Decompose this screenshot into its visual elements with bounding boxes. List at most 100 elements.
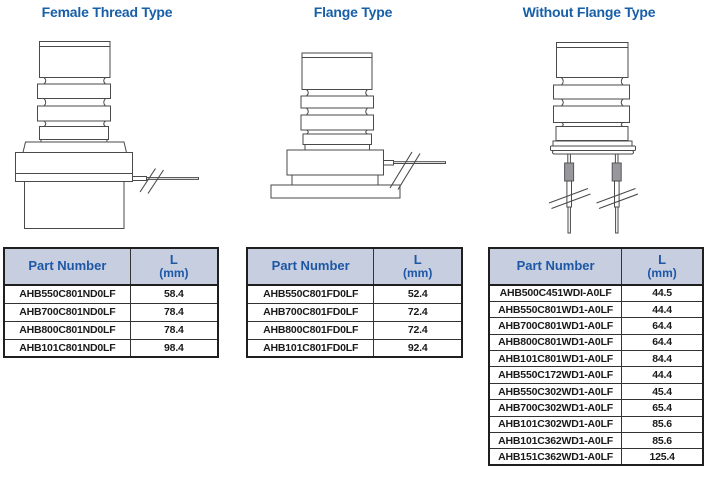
rib-ring	[555, 126, 629, 141]
body	[286, 149, 384, 176]
l-mm-cell: 64.4	[621, 333, 704, 352]
l-mm-cell: 78.4	[129, 320, 219, 340]
l-mm-cell: 65.4	[621, 399, 704, 417]
rib-ring	[300, 114, 374, 131]
wire-break-slash	[548, 187, 589, 204]
rib-waist	[42, 77, 107, 85]
wire-break-slash	[389, 151, 413, 189]
part-number-cell: AHB550C302WD1-A0LF	[488, 382, 623, 401]
lead-stub	[567, 153, 571, 164]
rib-ring	[300, 95, 374, 109]
part-number-cell: AHB101C362WD1-A0LF	[488, 432, 623, 450]
body	[15, 152, 133, 182]
l-mm-cell: 78.4	[129, 302, 219, 322]
l-mm-cell: 44.4	[621, 366, 704, 384]
flange-plate	[270, 184, 401, 199]
l-mm-cell: 85.6	[621, 415, 704, 434]
lead-wire	[393, 161, 446, 164]
rib-waist	[305, 107, 369, 116]
l-mm-header: L (mm)	[129, 247, 219, 286]
base-rim	[552, 150, 634, 155]
l-mm-cell: 72.4	[373, 320, 463, 340]
part-number-cell: AHB101C801FD0LF	[246, 338, 375, 358]
mm-unit-label: (mm)	[647, 266, 677, 281]
part-number-cell: AHB700C801FD0LF	[246, 302, 375, 322]
without-flange-type-diagram	[548, 42, 639, 234]
stem	[304, 144, 370, 151]
flange-type-diagram	[270, 52, 446, 199]
l-mm-cell: 84.4	[621, 350, 704, 368]
part-number-cell: AHB101C801ND0LF	[3, 338, 131, 358]
rib-waist	[304, 129, 370, 135]
body-lower-step	[291, 174, 379, 186]
l-mm-cell: 44.4	[621, 300, 704, 319]
part-number-cell: AHB800C801ND0LF	[3, 320, 131, 340]
section-title-flange: Flange Type	[313, 4, 393, 20]
part-number-cell: AHB550C172WD1-A0LF	[488, 366, 623, 384]
l-mm-cell: 98.4	[129, 338, 219, 358]
wire-break-slash	[598, 193, 639, 210]
rib-ring	[39, 126, 109, 140]
part-number-header: Part Number	[488, 247, 623, 286]
rib-ring	[37, 105, 111, 122]
rib-waist	[42, 98, 107, 107]
l-mm-cell: 45.4	[621, 382, 704, 401]
lead-sleeve	[614, 180, 620, 208]
mm-unit-label: (mm)	[403, 266, 433, 281]
threaded-base	[24, 181, 125, 229]
part-number-cell: AHB550C801WD1-A0LF	[488, 300, 623, 319]
section-title-without-flange: Without Flange Type	[522, 4, 656, 20]
part-number-header: Part Number	[246, 247, 375, 286]
table-header-row: Part Number L (mm)	[246, 247, 463, 286]
rib-ring	[302, 133, 372, 145]
wire-break-slash	[139, 168, 156, 193]
rib-waist	[305, 89, 369, 97]
lead-wire	[146, 177, 199, 180]
rib-waist	[42, 120, 107, 127]
rib-ring	[553, 105, 630, 123]
l-mm-header: L (mm)	[621, 247, 704, 286]
part-number-header: Part Number	[3, 247, 131, 286]
wire-break-slash	[596, 187, 636, 204]
l-mm-cell: 72.4	[373, 302, 463, 322]
lead-wire	[615, 206, 619, 234]
l-mm-cell: 58.4	[129, 284, 219, 304]
l-mm-cell: 44.5	[621, 284, 704, 302]
collar	[22, 141, 128, 153]
part-number-cell: AHB800C801WD1-A0LF	[488, 333, 623, 352]
part-number-cell: AHB700C801WD1-A0LF	[488, 317, 623, 335]
base-plate	[552, 140, 633, 147]
rib-waist	[560, 98, 625, 107]
top-cap	[301, 52, 373, 90]
table-header-row: Part Number L (mm)	[3, 247, 219, 286]
lead-ferrule	[564, 162, 575, 182]
l-label: L	[413, 251, 422, 267]
base-lip	[550, 145, 636, 151]
wire-break-slash	[551, 193, 591, 210]
wire-stub	[132, 176, 147, 181]
rib-ring	[37, 83, 111, 99]
wire-stub	[383, 160, 394, 166]
l-label: L	[169, 251, 178, 267]
part-number-cell: AHB151C362WD1-A0LF	[488, 448, 623, 466]
l-mm-cell: 85.6	[621, 432, 704, 450]
rib-waist	[559, 122, 625, 127]
